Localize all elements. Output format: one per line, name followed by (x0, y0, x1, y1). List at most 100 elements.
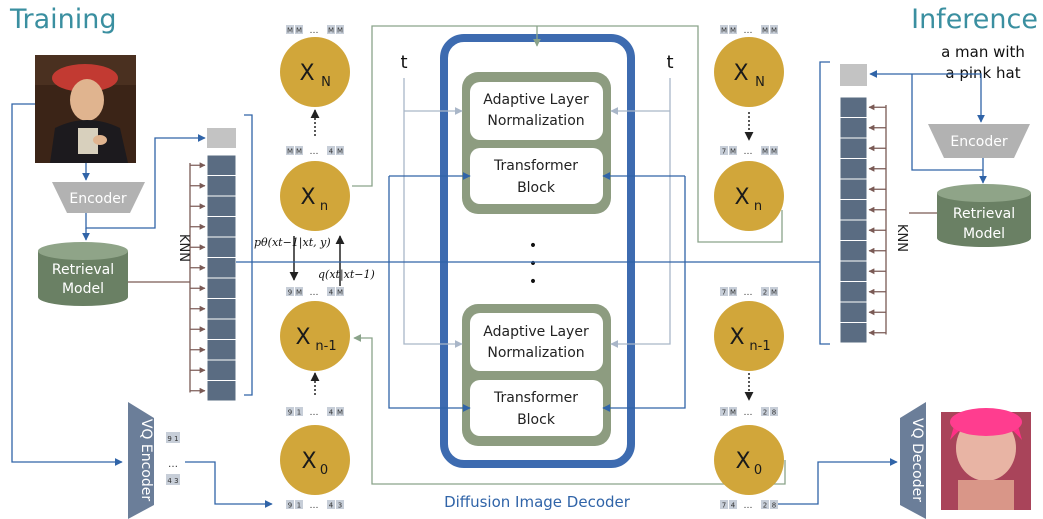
training-title: Training (9, 4, 117, 35)
token-text: M (337, 409, 343, 417)
tb-bottom-line2: Block (517, 412, 556, 428)
svg-text:Retrieval: Retrieval (953, 206, 1015, 222)
token-cell (336, 500, 344, 509)
left-knn-cell (206, 175, 237, 197)
left-knn-cell (206, 298, 237, 320)
left-node-x0: X 0 (280, 425, 350, 495)
left-knn-cell (206, 154, 237, 176)
left-knn-cell (206, 318, 237, 340)
token-text: 8 (772, 502, 776, 510)
svg-text:n-1: n-1 (315, 339, 336, 354)
left-node-xn-1: X n-1 (280, 301, 350, 371)
token-cell (336, 25, 344, 34)
left-encoder: Encoder (52, 182, 145, 213)
token-text: 1 (297, 409, 301, 417)
right-knn-bracket (819, 61, 830, 345)
token-cell (720, 407, 728, 416)
left-node-xN: X N (280, 37, 350, 107)
aln-bottom-line2: Normalization (487, 345, 584, 361)
token-cell (729, 25, 737, 34)
prompt-line-1: a man with (941, 43, 1025, 61)
right-knn-cell (839, 158, 868, 180)
token-text: M (771, 289, 777, 297)
conditioning-lines (352, 25, 786, 485)
token-cell (729, 146, 737, 155)
token-cell (761, 146, 769, 155)
token-text: 8 (772, 409, 776, 417)
token-text: 4 (329, 409, 334, 417)
token-cell (761, 287, 769, 296)
token-text: 4 (731, 502, 736, 510)
svg-text:X: X (299, 61, 314, 86)
token-text: M (730, 148, 736, 156)
token-cell (761, 500, 769, 509)
token-cell (286, 146, 294, 155)
svg-text:X: X (735, 449, 750, 474)
aln-bottom-line1: Adaptive Layer (483, 324, 589, 340)
token-cell (336, 287, 344, 296)
p-theta-label: pθ(xt−1|xt, y) (254, 236, 331, 250)
token-cell (720, 25, 728, 34)
right-retrieval-model: Retrieval Model (937, 184, 1031, 247)
token-text: 4 (329, 148, 334, 156)
training-flow-lines (11, 103, 273, 508)
right-knn-cell (839, 178, 868, 200)
tb-top-line2: Block (517, 180, 556, 196)
token-cell (729, 407, 737, 416)
token-text: M (337, 148, 343, 156)
right-knn-cell (839, 240, 868, 262)
token-cell (336, 407, 344, 416)
svg-text:Encoder: Encoder (69, 191, 126, 207)
right-node-xN: X N (714, 37, 784, 107)
token-cell (327, 146, 335, 155)
left-knn-cell (206, 257, 237, 279)
vq-encoder-token-column: 9 1 … 4 3 (166, 432, 180, 485)
token-cell (286, 25, 294, 34)
svg-text:n-1: n-1 (749, 339, 770, 354)
svg-text:Model: Model (963, 226, 1005, 242)
q-forward-label: q(xt|xt−1) (318, 268, 375, 282)
t-label-right: t (666, 52, 673, 73)
decoder-connections (236, 172, 820, 412)
token-text: 7 (722, 148, 726, 156)
token-cell (327, 287, 335, 296)
left-knn-cell (206, 277, 237, 299)
ellipsis-dot-1: • (529, 238, 537, 254)
right-knn-cell (839, 199, 868, 221)
token-cell (761, 407, 769, 416)
svg-text:Encoder: Encoder (950, 134, 1007, 150)
token-cell (729, 500, 737, 509)
token-text: M (762, 148, 768, 156)
token-text: 3 (338, 502, 342, 510)
svg-text:VQ Decoder: VQ Decoder (909, 418, 925, 502)
token-text: 9 (288, 289, 292, 297)
token-cell (770, 146, 778, 155)
token-cell (295, 25, 303, 34)
ellipsis-dot-2: • (529, 256, 537, 272)
token-text: M (730, 289, 736, 297)
right-encoder: Encoder (928, 124, 1030, 158)
vq-decoder: VQ Decoder (900, 402, 926, 519)
right-knn-cell (839, 96, 868, 118)
left-knn-cell (206, 359, 237, 381)
time-embedding-lines (403, 78, 671, 348)
right-node-xn-1: X n-1 (714, 301, 784, 371)
right-knn-cell (839, 260, 868, 282)
token-text: M (730, 409, 736, 417)
token-text: 4 (329, 502, 334, 510)
right-knn-cell (839, 281, 868, 303)
right-knn-cell (839, 137, 868, 159)
decoder-caption: Diffusion Image Decoder (444, 493, 631, 511)
tb-top-line1: Transformer (493, 158, 578, 174)
token-cell (286, 500, 294, 509)
token-text: 7 (722, 409, 726, 417)
token-cell (770, 407, 778, 416)
token-cell (327, 500, 335, 509)
